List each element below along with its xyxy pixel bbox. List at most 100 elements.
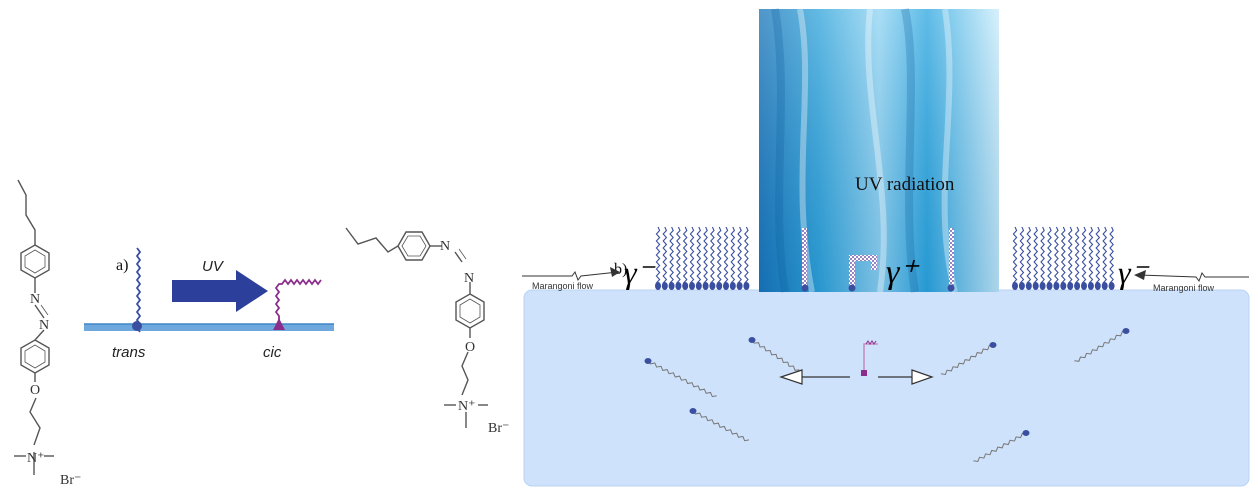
surfactant-head — [1060, 282, 1067, 290]
surfactant-chain — [730, 226, 736, 287]
surfactant-head — [729, 282, 736, 290]
surfactant-chain — [1047, 226, 1052, 287]
oxygen-atom: O — [465, 340, 475, 355]
ammonium-charge: N⁺ — [458, 399, 476, 414]
surfactant-head — [1087, 282, 1094, 290]
bulk-surfactant-head — [689, 408, 697, 414]
panel-b-label: b) — [614, 261, 627, 278]
azobenzene-molecule-right — [345, 227, 488, 428]
surfactant-chain — [1033, 226, 1039, 287]
surface-tension-low-left: γ⁻ — [624, 254, 656, 290]
trans-label: trans — [112, 344, 146, 361]
bulk-surfactant-head — [748, 337, 756, 343]
trans-head-group — [132, 321, 142, 331]
cis-head-group — [273, 318, 285, 330]
surfactant-head — [682, 282, 689, 290]
monolayer-right — [1012, 226, 1115, 290]
diffusion-arrow-left — [779, 369, 850, 385]
surfactant-chain — [1012, 226, 1018, 287]
surfactant-head — [1053, 282, 1060, 290]
surfactant-chain — [1019, 226, 1025, 287]
surfactant-chain — [655, 226, 661, 287]
marangoni-flow-left: Marangoni flow — [522, 267, 620, 291]
cis-label: cic — [263, 344, 282, 361]
bulk-surfactant-chain — [751, 339, 800, 371]
surfactant-chain — [689, 226, 695, 287]
surfactant-head — [1074, 282, 1081, 290]
molecule-right-atoms: N N O N⁺ Br⁻ — [440, 239, 509, 436]
surfactant-head — [1012, 282, 1018, 290]
surfactant-chain — [703, 226, 708, 287]
bulk-surfactant-chain — [973, 432, 1027, 463]
bulk-surfactant-head — [1122, 328, 1130, 334]
water-bulk — [523, 289, 1250, 487]
surfactant-head — [702, 282, 709, 290]
panel-b: UV radiation b) γ⁻ γ⁺ γ⁻ Marangoni flow … — [522, 8, 1250, 487]
surfactant-head — [1039, 282, 1046, 290]
diffusion-arrow-right — [878, 369, 934, 385]
surfactant-head — [668, 282, 675, 290]
surfactant-chain — [1102, 226, 1108, 287]
bulk-surfactant-chain — [1074, 330, 1127, 362]
surface-tension-high: γ⁺ — [886, 254, 920, 291]
surfactant-chain — [1040, 226, 1045, 287]
surfactant-head — [1108, 282, 1115, 290]
surfactant-chain — [1074, 226, 1080, 287]
marangoni-flow-right: Marangoni flow — [1134, 270, 1249, 293]
surfactant-chain — [716, 226, 722, 287]
nitrogen-atom: N — [39, 318, 49, 333]
nitrogen-atom: N — [464, 271, 474, 286]
surfactant-chain — [1054, 226, 1059, 287]
uv-arrow-label: UV — [202, 258, 225, 275]
marangoni-flow-label: Marangoni flow — [532, 281, 594, 291]
surfactant-head — [743, 282, 750, 290]
trans-surfactant-chain — [135, 247, 142, 333]
bulk-surfactant-head — [644, 358, 652, 364]
surfactant-chain — [1095, 226, 1101, 287]
surfactant-head — [661, 282, 668, 290]
surfactant-head — [689, 282, 695, 290]
surfactant-chain — [1026, 226, 1032, 287]
surfactant-chain — [737, 226, 742, 287]
surfactant-chain — [696, 226, 702, 287]
surfactant-head — [695, 282, 702, 290]
panel-a: a) trans UV cic — [84, 247, 334, 361]
surfactant-head — [675, 282, 682, 290]
bulk-surfactant-head — [989, 342, 997, 348]
bromide-counterion: Br⁻ — [60, 473, 81, 488]
marangoni-flow-label: Marangoni flow — [1153, 283, 1215, 293]
ammonium-charge: N⁺ — [27, 451, 45, 466]
surfactant-head — [1018, 282, 1025, 290]
nitrogen-atom: N — [30, 292, 40, 307]
bulk-surfactants — [644, 328, 1130, 463]
surfactant-chain — [669, 226, 674, 287]
molecule-left-atoms: N N O N⁺ Br⁻ — [27, 292, 81, 488]
surfactant-head — [655, 282, 661, 290]
surfactant-head — [1046, 282, 1053, 290]
surfactant-chain — [1088, 226, 1094, 287]
water-surface-line — [84, 324, 334, 331]
cis-molecule-bulk — [863, 343, 878, 370]
surfactant-chain — [682, 226, 688, 287]
cis-surfactant-chain — [274, 278, 322, 324]
surfactant-head — [1094, 282, 1101, 290]
surfactant-head — [723, 282, 729, 290]
surfactant-head — [736, 282, 743, 290]
surfactant-head — [1081, 282, 1087, 290]
bulk-surfactant-head — [1022, 430, 1030, 436]
bulk-surfactant-chain — [647, 360, 717, 398]
surfactant-chain — [1067, 226, 1073, 287]
surfactant-chain — [662, 226, 668, 287]
surfactant-head — [1032, 282, 1039, 290]
bromide-counterion: Br⁻ — [488, 421, 509, 436]
bulk-surfactant-chain — [692, 410, 750, 442]
surfactant-chain — [723, 226, 729, 287]
surfactant-chain — [710, 226, 715, 287]
uv-radiation-label: UV radiation — [855, 174, 955, 195]
nitrogen-atom: N — [440, 239, 450, 254]
surfactant-head — [716, 282, 723, 290]
cis-chain-checkered — [802, 228, 807, 288]
uv-arrow — [172, 270, 268, 312]
surfactant-head — [1101, 282, 1108, 290]
